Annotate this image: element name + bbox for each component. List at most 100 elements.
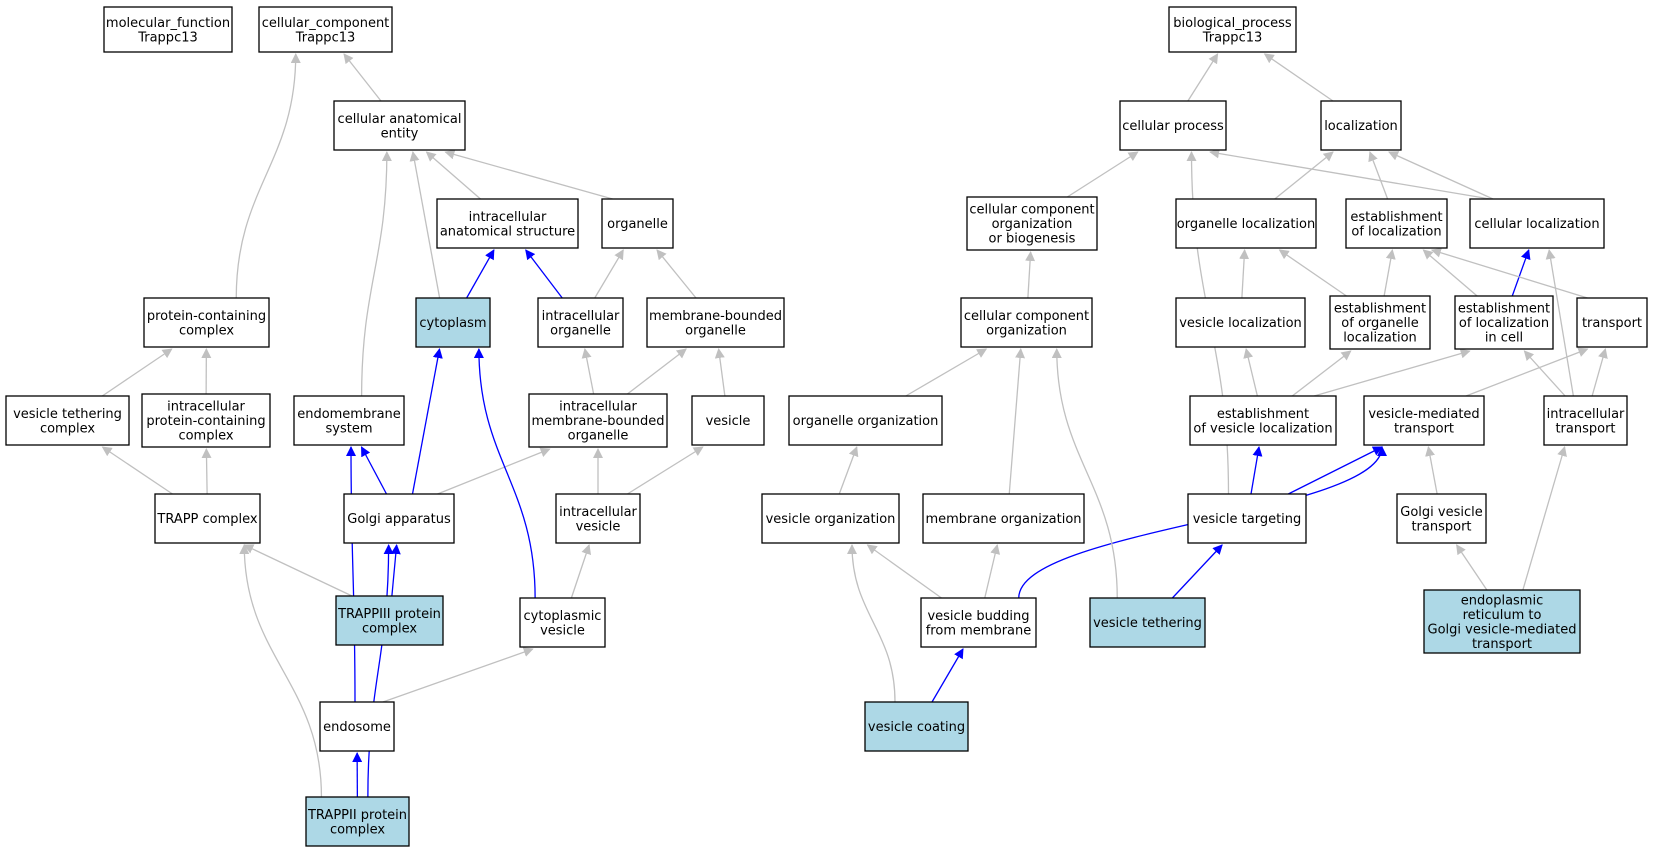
node-label: organization <box>986 323 1067 338</box>
node-label: vesicle-mediated <box>1368 407 1479 422</box>
edge <box>1025 251 1036 299</box>
edge <box>411 348 443 495</box>
edge <box>984 544 1001 599</box>
edge <box>626 348 687 395</box>
edge <box>714 348 726 397</box>
node-label: endoplasmic <box>1461 593 1543 608</box>
node-box <box>5 395 130 446</box>
node-box <box>960 297 1093 348</box>
edge <box>1243 348 1259 397</box>
node-label: membrane-bounded <box>649 309 782 324</box>
node-box <box>335 595 444 646</box>
node-label: in cell <box>1485 331 1523 346</box>
node-box <box>1187 493 1307 544</box>
node-label: cellular component <box>964 309 1089 324</box>
edge-vesicle-coating-to-vesicle-organization <box>847 544 896 703</box>
node-label: of localization <box>1459 316 1549 331</box>
node-label: cytoplasm <box>419 316 486 331</box>
node-label: transport <box>1555 421 1615 436</box>
edge <box>1430 247 1588 299</box>
edge-organelle-to-cellular-anatomical-entity <box>444 149 613 200</box>
edge <box>473 348 536 599</box>
node-box <box>1454 295 1554 350</box>
edge <box>101 348 173 397</box>
node-label: localization <box>1324 119 1398 134</box>
node-label: complex <box>330 822 385 837</box>
edge-intracellular-membrane-bounded-organelle-to-membrane-bounded-organelle <box>626 348 687 395</box>
edge <box>627 446 704 495</box>
node-vesicle: vesicle <box>691 395 765 446</box>
edge <box>360 151 392 397</box>
node-vesicle-tethering: vesicle tethering <box>1089 597 1206 648</box>
node-label: organelle <box>685 323 746 338</box>
node-box <box>1363 395 1485 446</box>
edge <box>343 53 382 102</box>
node-vesicle-organization: vesicle organization <box>761 493 900 544</box>
edge-intracellular-transport-to-cellular-localization <box>1545 249 1575 397</box>
edge <box>1422 249 1478 297</box>
edge <box>1171 544 1223 599</box>
edge-establishment-of-localization-to-localization <box>1368 151 1389 200</box>
edge-establishment-of-organelle-localization-to-establishment-of-localization <box>1383 249 1396 297</box>
node-box <box>436 198 579 249</box>
edge <box>390 544 401 597</box>
node-label: Trappc13 <box>1202 30 1263 45</box>
edge-vesicle-tethering-to-vesicle-targeting <box>1171 544 1223 599</box>
node-label: reticulum to <box>1463 608 1542 623</box>
edge-trappii-protein-complex-to-trapp-complex <box>239 544 323 798</box>
node-localization: localization <box>1320 100 1402 151</box>
node-label: complex <box>178 429 233 444</box>
node-box <box>537 297 624 348</box>
edge-cellular-component-organization-to-cellular-component-organization-or-biogenesis <box>1025 251 1036 299</box>
edge <box>1591 348 1608 397</box>
node-label: organelle localization <box>1177 217 1315 232</box>
node-box <box>1576 297 1648 348</box>
node-box <box>528 393 668 448</box>
node-label: biological_process <box>1173 16 1292 31</box>
node-label: complex <box>362 621 417 636</box>
node-box <box>864 701 969 752</box>
edge-cellular-localization-to-cellular-process <box>1209 148 1491 200</box>
node-box <box>343 493 455 544</box>
edge-endomembrane-system-to-cellular-anatomical-entity <box>360 151 392 397</box>
node-label: or biogenesis <box>989 232 1076 247</box>
edge-cellular-component-organization-or-biogenesis-to-cellular-process <box>1066 151 1139 198</box>
edge <box>1263 53 1334 102</box>
edge <box>594 249 624 299</box>
node-label: intracellular <box>1547 407 1625 422</box>
node-label: TRAPPII protein <box>307 808 407 823</box>
node-box <box>922 493 1085 544</box>
node-box <box>154 493 261 544</box>
node-label: vesicle localization <box>1179 316 1302 331</box>
node-box <box>601 198 674 249</box>
node-box <box>333 100 466 151</box>
node-vesicle-coating: vesicle coating <box>864 701 969 752</box>
edges-layer <box>101 53 1608 798</box>
node-box <box>1175 297 1306 348</box>
node-label: vesicle organization <box>766 512 896 527</box>
node-label: anatomical structure <box>440 224 575 239</box>
node-label: cellular component <box>969 203 1094 218</box>
edge-vesicle-budding-from-membrane-to-membrane-organization <box>984 544 1001 599</box>
node-golgi-apparatus: Golgi apparatus <box>343 493 455 544</box>
node-box <box>415 297 491 348</box>
edge <box>866 544 942 599</box>
edge-intracellular-transport-to-establishment-of-localization-in-cell <box>1523 350 1566 397</box>
node-box <box>1168 6 1297 53</box>
node-label: vesicle <box>576 519 621 534</box>
edge-er-to-golgi-vesicle-mediated-transport-to-golgi-vesicle-transport <box>1456 544 1488 591</box>
edge <box>1066 151 1139 198</box>
